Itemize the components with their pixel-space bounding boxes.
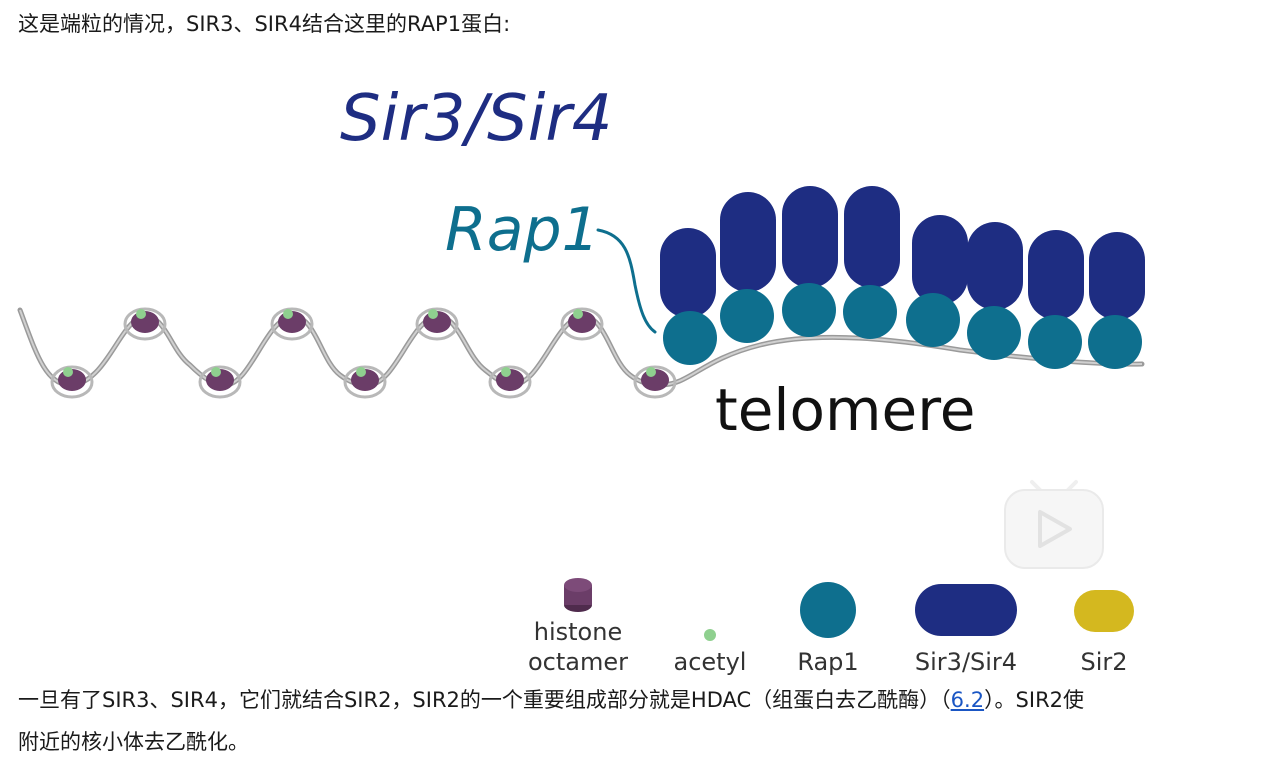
legend-histone-label-1: histone [534, 618, 622, 646]
section-6-2-link[interactable]: 6.2 [950, 688, 985, 712]
sir3-sir4-capsule [912, 215, 968, 305]
body-text-before-link: 一旦有了SIR3、SIR4，它们就结合SIR2，SIR2的一个重要组成部分就是H… [18, 688, 951, 712]
telomere-label: telomere [715, 376, 975, 444]
legend-histone-label-2: octamer [528, 648, 628, 676]
sir3-sir4-capsule [967, 222, 1023, 310]
acetyl-mark [356, 367, 366, 377]
nucleosome [560, 307, 604, 341]
intro-text: 这是端粒的情况，SIR3、SIR4结合这里的RAP1蛋白: [18, 12, 511, 36]
sir3-sir4-capsule [1028, 230, 1084, 320]
rap1-protein [843, 285, 897, 339]
nucleosome [198, 365, 242, 399]
legend-item-sir2: Sir2 [1074, 590, 1134, 676]
rap1-protein [906, 293, 960, 347]
legend-item-sir34: Sir3/Sir4 [915, 584, 1017, 676]
nucleosome [123, 307, 167, 341]
acetyl-mark [63, 367, 73, 377]
legend-sir34-label: Sir3/Sir4 [915, 648, 1017, 676]
legend-item-histone: histone octamer [528, 578, 628, 676]
sir3-sir4-label: Sir3/Sir4 [340, 82, 612, 156]
sir3-sir4-capsule [720, 192, 776, 292]
legend-acetyl-label: acetyl [674, 648, 747, 676]
legend-item-rap1: Rap1 [797, 582, 859, 676]
nucleosome [270, 307, 314, 341]
rap1-label: Rap1 [445, 195, 600, 265]
nucleosome [633, 365, 677, 399]
nucleosome [50, 365, 94, 399]
rap1-pointer-line [596, 228, 657, 334]
body-paragraph-line2: 附近的核小体去乙酰化。 [18, 730, 249, 754]
legend-rap1-label: Rap1 [797, 648, 858, 676]
body-text-after-link: ）。SIR2使 [984, 688, 1085, 712]
sir3-sir4-capsule [1089, 232, 1145, 320]
nucleosome [415, 307, 459, 341]
acetyl-mark [428, 309, 438, 319]
play-video-icon[interactable] [1004, 480, 1104, 569]
acetyl-mark [211, 367, 221, 377]
nucleosome [343, 365, 387, 399]
legend: histone octamer acetyl Rap1 Sir3/Sir4 Si… [528, 578, 1134, 676]
rap1-protein [720, 289, 774, 343]
sir3-sir4-capsule [844, 186, 900, 288]
rap1-sir-complex-group [660, 186, 1145, 369]
rap1-protein [1088, 315, 1142, 369]
acetyl-mark [646, 367, 656, 377]
rap1-protein [663, 311, 717, 365]
rap1-protein [1028, 315, 1082, 369]
telomere-diagram: Sir3/Sir4 Rap1 telomere histone octamer … [17, 82, 1145, 676]
legend-item-acetyl: acetyl [674, 629, 747, 676]
sir3-sir4-capsule [660, 228, 716, 318]
rap1-protein [967, 306, 1021, 360]
acetyl-mark [136, 309, 146, 319]
nucleosome-group [50, 307, 677, 399]
legend-sir2-label: Sir2 [1080, 648, 1127, 676]
body-paragraph-line1: 一旦有了SIR3、SIR4，它们就结合SIR2，SIR2的一个重要组成部分就是H… [18, 685, 1084, 715]
acetyl-mark [501, 367, 511, 377]
acetyl-mark [573, 309, 583, 319]
sir3-sir4-capsule [782, 186, 838, 288]
rap1-protein [782, 283, 836, 337]
nucleosome [488, 365, 532, 399]
acetyl-mark [283, 309, 293, 319]
